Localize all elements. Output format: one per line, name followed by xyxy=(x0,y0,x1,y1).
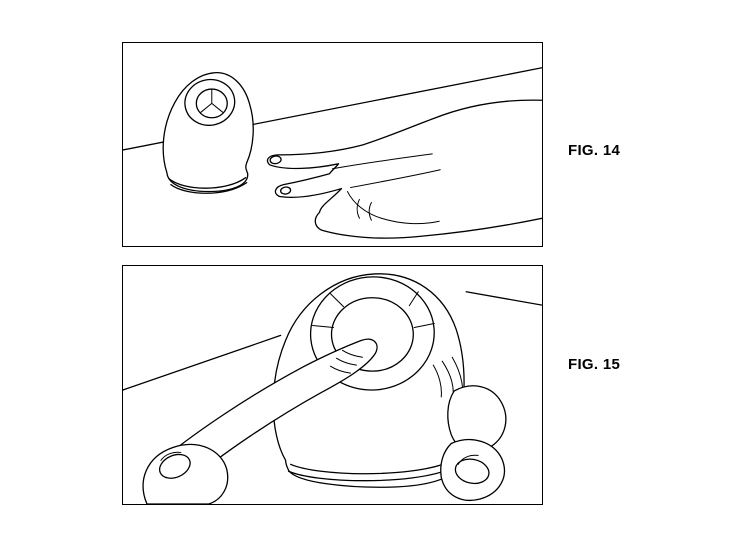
device-ring-segment-marks xyxy=(312,291,435,328)
fig14-drawing xyxy=(123,67,542,239)
knuckle-crease xyxy=(356,198,360,219)
device-ring-spokes xyxy=(200,89,224,113)
fig15-drawing xyxy=(123,273,542,504)
fig14-panel xyxy=(122,42,543,247)
finger-crease xyxy=(341,349,363,358)
finger-separation-line xyxy=(332,153,433,170)
curled-fingernail xyxy=(454,458,490,485)
fig15-label: FIG. 15 xyxy=(568,356,621,373)
finger-separation-line xyxy=(349,169,441,189)
fig15-panel xyxy=(122,265,543,505)
finger-crease xyxy=(335,357,357,366)
thumbnail-arc xyxy=(160,451,182,461)
surface-line xyxy=(123,334,282,391)
fig14-label: FIG. 14 xyxy=(568,142,621,159)
finger-crease xyxy=(330,365,351,374)
device-base-plate-line xyxy=(168,177,247,189)
hand-contour-line xyxy=(432,364,442,398)
thumbnail xyxy=(158,453,191,479)
thumb-contour-line xyxy=(346,191,440,225)
device-base-plate-line xyxy=(287,468,450,482)
curled-fingernail-arc xyxy=(457,454,479,465)
middle-fingernail xyxy=(280,186,292,195)
knuckle-crease xyxy=(368,201,372,221)
index-fingernail xyxy=(269,155,282,165)
device-base-plate-line xyxy=(170,181,248,194)
surface-line xyxy=(465,291,542,306)
hand-outline xyxy=(266,99,542,239)
thumb-outline xyxy=(142,443,229,504)
device-base-plate-line xyxy=(289,461,449,475)
